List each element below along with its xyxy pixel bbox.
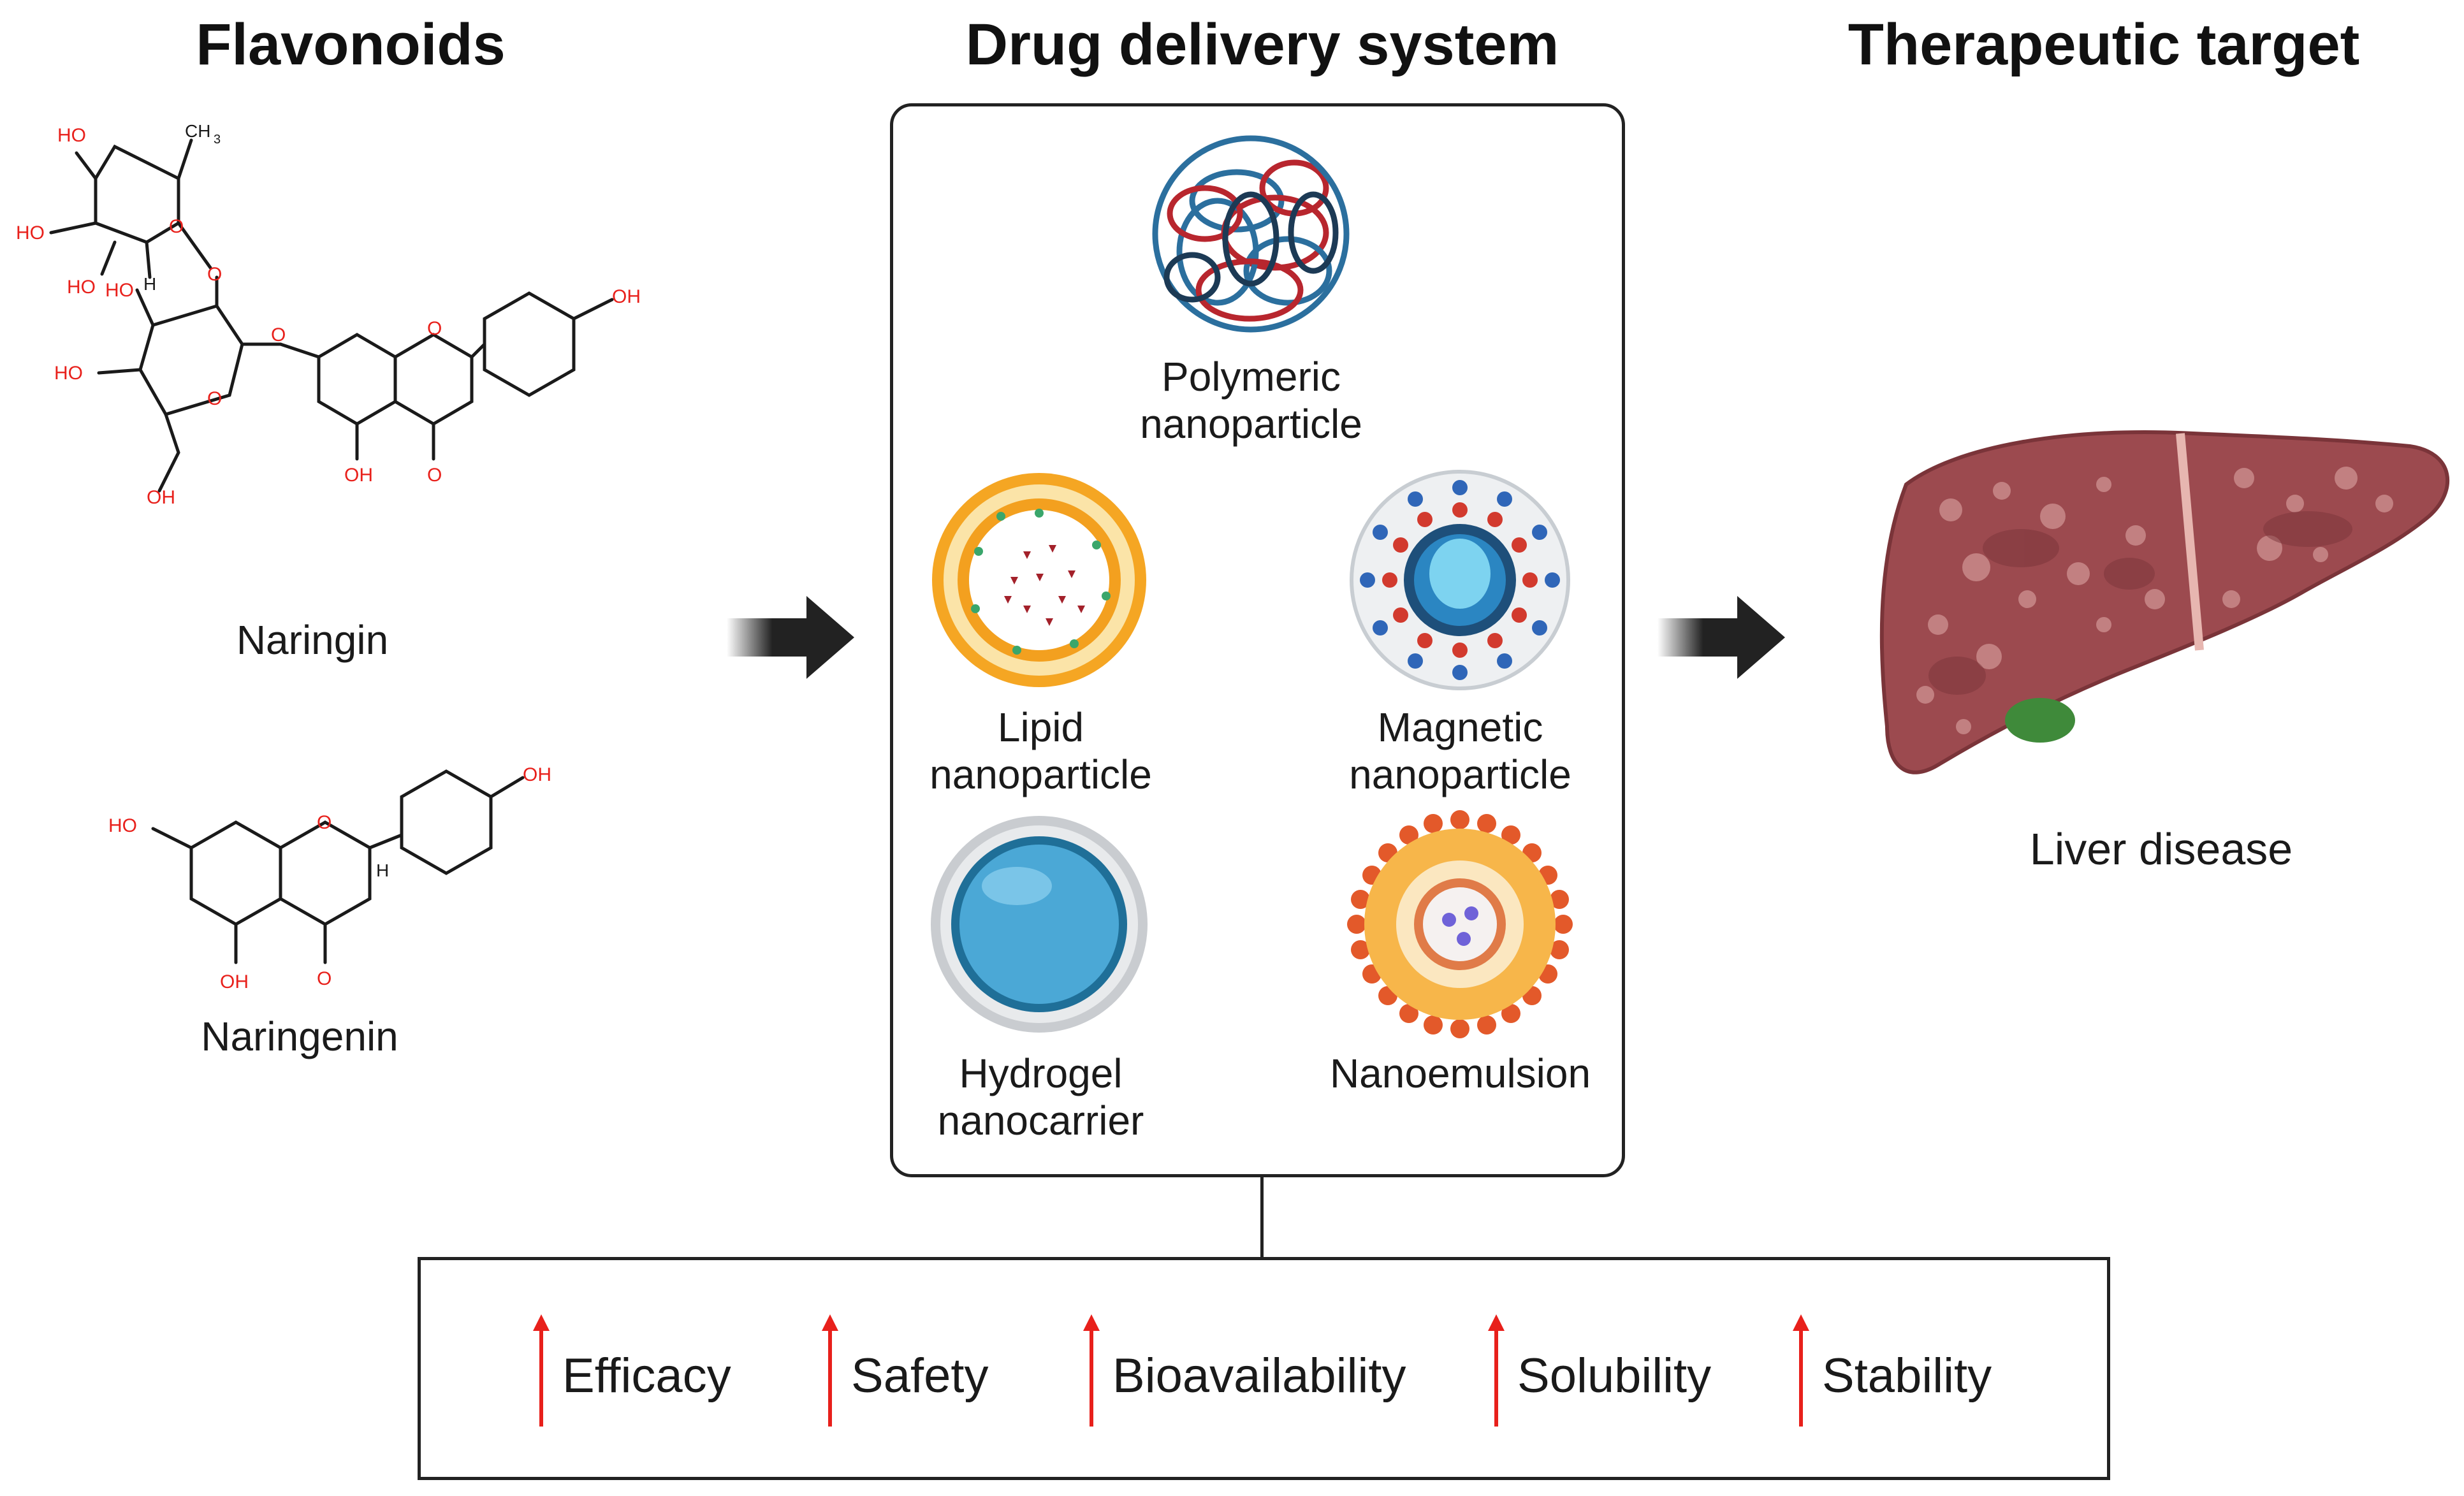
magnetic-nanoparticle-label: Magnetic nanoparticle <box>1349 704 1571 797</box>
heading-drug-delivery: Drug delivery system <box>965 12 1559 77</box>
svg-text:OH: OH <box>612 286 641 307</box>
polymeric-nanoparticle-label: Polymeric nanoparticle <box>1140 354 1362 447</box>
svg-text:HO: HO <box>54 363 83 384</box>
benefit-label: Stability <box>1822 1349 1992 1403</box>
benefit-label: Safety <box>851 1349 989 1403</box>
heading-flavonoids: Flavonoids <box>196 12 506 77</box>
svg-text:O: O <box>169 216 184 237</box>
up-arrow-icon <box>533 1314 550 1427</box>
svg-text:HO: HO <box>16 222 45 243</box>
svg-text:HO: HO <box>108 815 137 836</box>
svg-text:H: H <box>376 861 389 880</box>
drug-delivery-box <box>890 103 1625 1177</box>
svg-text:OH: OH <box>147 487 175 508</box>
magnetic-nanoparticle-icon <box>1350 470 1570 690</box>
heading-therapeutic-target: Therapeutic target <box>1848 12 2360 77</box>
benefits-box <box>418 1257 2110 1480</box>
svg-text:OH: OH <box>344 465 373 486</box>
svg-text:CH: CH <box>185 121 210 141</box>
benefit-label: Efficacy <box>562 1349 731 1403</box>
liver-disease-label: Liver disease <box>2029 824 2293 874</box>
nanoemulsion-label: Nanoemulsion <box>1329 1050 1591 1096</box>
polymeric-nanoparticle-icon <box>1146 129 1356 339</box>
up-arrow-icon <box>1488 1314 1505 1427</box>
svg-text:HO: HO <box>67 277 96 298</box>
naringenin-label: Naringenin <box>201 1013 398 1059</box>
benefit-label: Solubility <box>1517 1349 1712 1403</box>
naringenin-structure: HO O OH O OH H <box>108 764 551 992</box>
lipid-nanoparticle-label: Lipid nanoparticle <box>929 704 1152 797</box>
svg-text:HO: HO <box>105 280 134 301</box>
liver-icon <box>1879 430 2450 774</box>
right-arrow-icon <box>727 596 854 679</box>
svg-text:O: O <box>207 264 222 285</box>
svg-text:OH: OH <box>523 764 551 785</box>
benefit-label: Bioavailability <box>1112 1349 1406 1403</box>
svg-text:H: H <box>143 274 156 294</box>
svg-text:O: O <box>271 324 286 345</box>
naringin-label: Naringin <box>236 617 389 663</box>
naringin-structure: HO HO HO O O HO HO O OH O O OH O OH CH 3… <box>16 121 641 508</box>
svg-text:O: O <box>317 968 332 989</box>
svg-text:HO: HO <box>57 125 86 146</box>
right-arrow-icon <box>1658 596 1785 679</box>
hydrogel-nanocarrier-label: Hydrogel nanocarrier <box>937 1050 1144 1144</box>
svg-text:O: O <box>427 318 442 339</box>
svg-text:O: O <box>317 812 332 833</box>
nanoemulsion-icon <box>1347 810 1573 1038</box>
svg-text:3: 3 <box>214 133 221 147</box>
up-arrow-icon <box>822 1314 838 1427</box>
up-arrow-icon <box>1793 1314 1809 1427</box>
hydrogel-icon <box>931 816 1148 1033</box>
lipid-nanoparticle-icon <box>932 473 1146 687</box>
svg-text:O: O <box>207 388 222 409</box>
svg-text:OH: OH <box>220 971 249 992</box>
connector-line <box>1260 1174 1264 1258</box>
up-arrow-icon <box>1083 1314 1100 1427</box>
svg-text:O: O <box>427 465 442 486</box>
